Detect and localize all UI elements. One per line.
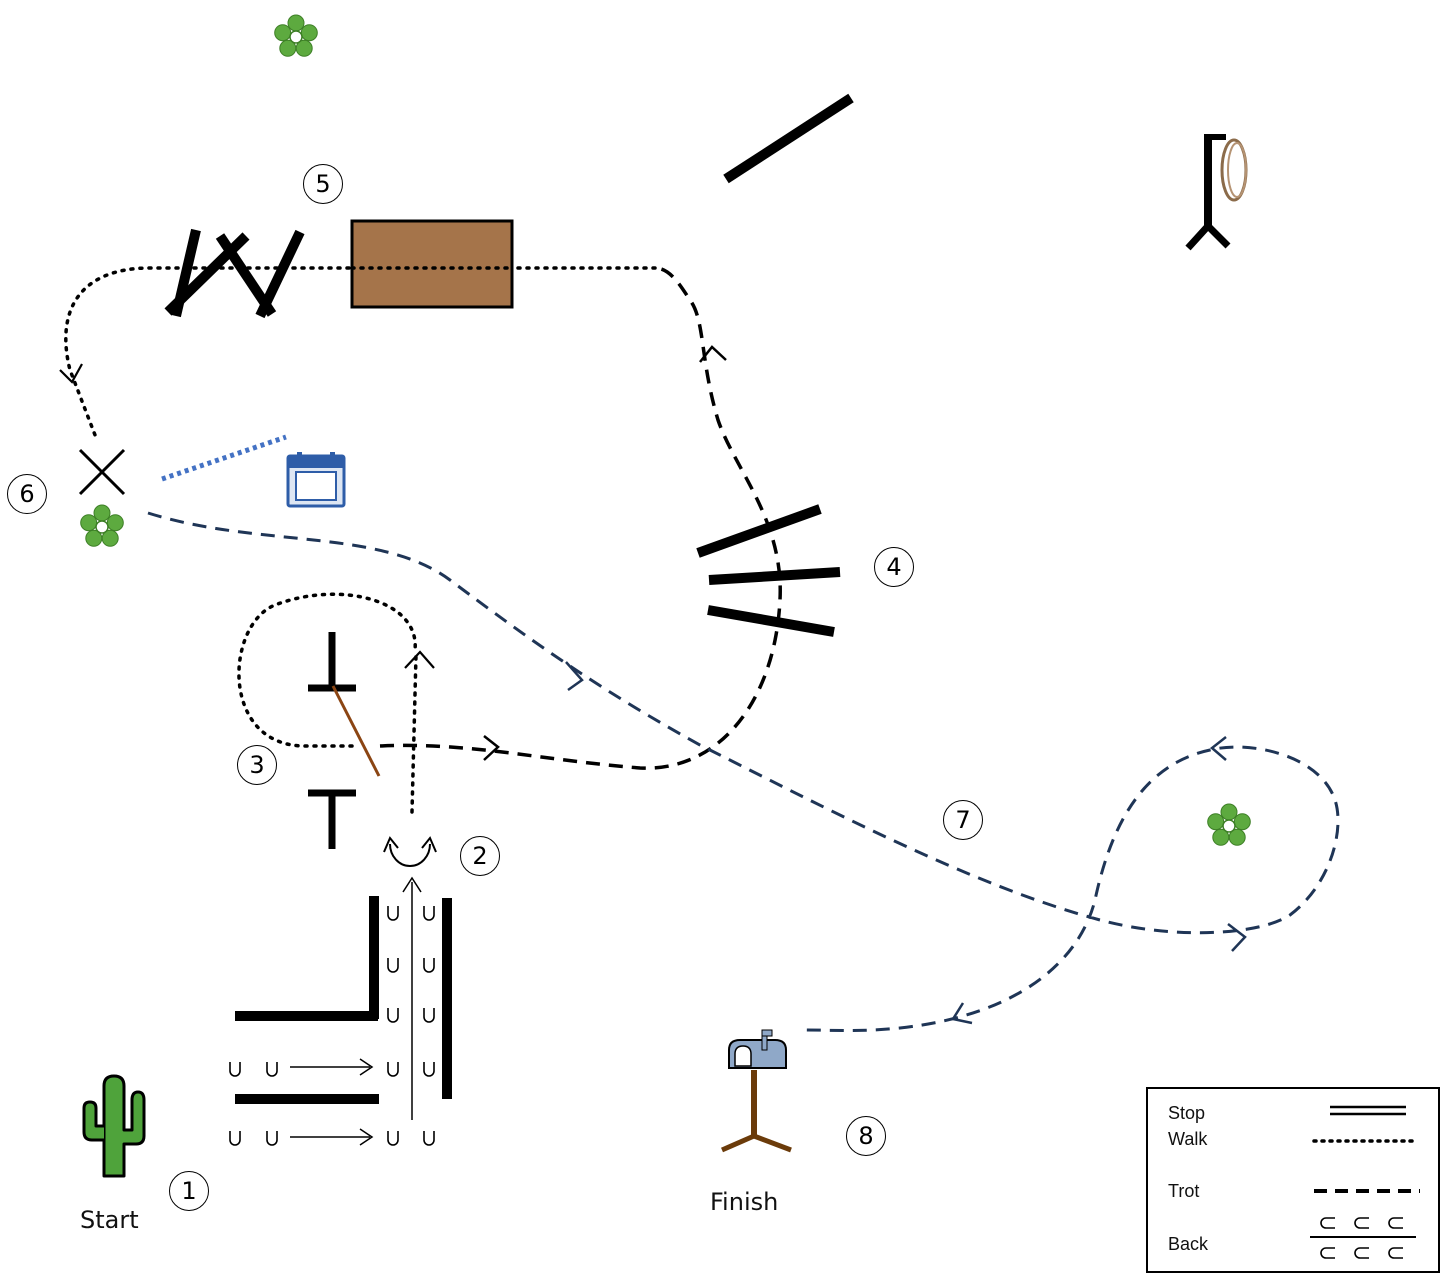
station-8: 8	[846, 1116, 886, 1156]
legend-stop-symbol	[1330, 1105, 1406, 1116]
station-4: 4	[874, 547, 914, 587]
bridge	[350, 219, 514, 309]
trot-arrowhead	[1227, 923, 1247, 952]
horseshoe-icon	[229, 905, 435, 1146]
flower-icon	[1206, 803, 1252, 847]
box-icon	[286, 452, 346, 508]
walk-arrowhead	[59, 363, 83, 384]
trot-arrowhead	[565, 661, 584, 692]
back-arrows	[290, 876, 422, 1146]
legend-back-symbol	[1310, 1217, 1416, 1259]
dotted-line	[161, 434, 287, 482]
rope-hook-icon	[1185, 134, 1248, 251]
walk-path-gate	[237, 592, 418, 814]
trot-arrowhead	[950, 1002, 973, 1025]
legend-trot-label: Trot	[1168, 1181, 1200, 1201]
legend-walk-label: Walk	[1168, 1129, 1208, 1149]
turn-icon	[383, 836, 437, 867]
flower-icon	[273, 14, 319, 58]
trot-path	[379, 266, 782, 770]
crossed-poles	[164, 228, 305, 319]
station-5: 5	[303, 164, 343, 204]
legend-symbols	[1310, 1105, 1420, 1259]
mailbox-icon	[720, 1029, 792, 1153]
trot-path-loop	[147, 511, 1340, 1032]
start-label: Start	[80, 1206, 139, 1234]
trot-arrowhead	[483, 735, 500, 761]
flower-icon	[79, 504, 125, 548]
station-2: 2	[460, 836, 500, 876]
gate-rope	[331, 685, 381, 777]
station-1: 1	[169, 1171, 209, 1211]
legend: Stop Walk Trot Back	[1146, 1087, 1440, 1273]
back-rails	[235, 896, 452, 1104]
walk-arrowhead	[404, 650, 435, 669]
finish-label: Finish	[710, 1188, 779, 1216]
cactus-icon	[82, 1074, 146, 1178]
gate	[308, 632, 381, 849]
legend-stop-label: Stop	[1168, 1103, 1206, 1123]
trot-poles	[696, 504, 841, 637]
walk-path-loop-top	[64, 266, 657, 437]
legend-back-label: Back	[1168, 1234, 1209, 1254]
x-mark-icon	[78, 448, 126, 496]
station-3: 3	[237, 745, 277, 785]
station-7: 7	[943, 800, 983, 840]
trot-arrowhead	[1210, 736, 1227, 761]
diagonal-pole	[723, 93, 854, 184]
station-6: 6	[7, 474, 47, 514]
trot-arrowhead	[699, 345, 727, 363]
